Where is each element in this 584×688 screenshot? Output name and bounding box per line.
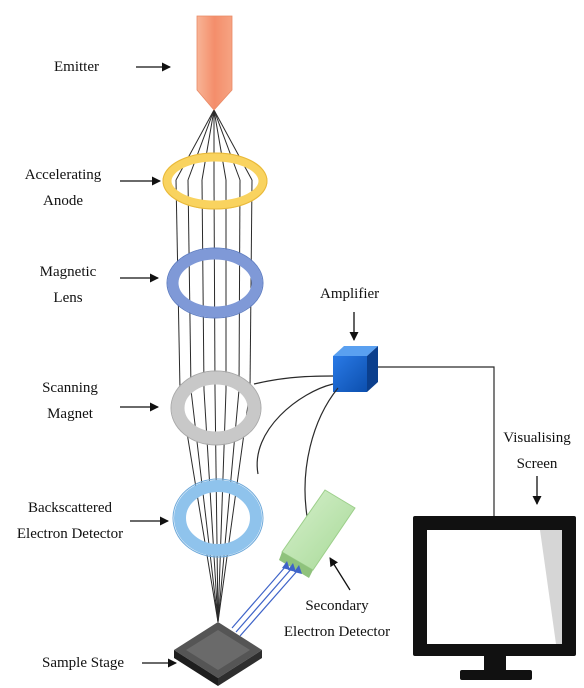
emitter-icon xyxy=(196,15,233,111)
sample-stage-label: Sample Stage xyxy=(42,655,125,671)
scanning-magnet-ring xyxy=(170,370,262,446)
magnetic-lens-label-line2: Lens xyxy=(53,290,83,306)
scanning-magnet-label: Scanning Magnet xyxy=(30,375,110,427)
electron-beam xyxy=(175,109,253,623)
magnetic-lens-label-line1: Magnetic xyxy=(39,264,97,280)
visualising-screen-label-line1: Visualising xyxy=(503,430,571,446)
accelerating-anode-label-line2: Anode xyxy=(43,193,83,209)
backscatter-detector-ring xyxy=(172,478,264,558)
amplifier-label: Amplifier xyxy=(320,286,380,302)
magnetic-lens-label: Magnetic Lens xyxy=(28,259,108,311)
secondary-electron-rays xyxy=(231,561,302,637)
accelerating-anode-ring xyxy=(162,152,268,210)
scanning-magnet-label-line2: Magnet xyxy=(47,406,93,422)
backscattered-detector-label-line2: Electron Detector xyxy=(16,526,124,542)
signal-cables xyxy=(253,366,495,517)
secondary-detector-icon xyxy=(279,489,356,578)
magnetic-lens-ring xyxy=(166,247,264,319)
pointer-arrows xyxy=(120,62,542,668)
sample-stage-icon xyxy=(174,622,262,686)
secondary-detector-label-line1: Secondary xyxy=(305,598,369,614)
accelerating-anode-label: Accelerating Anode xyxy=(15,162,111,214)
emitter-label: Emitter xyxy=(54,59,99,75)
visualising-screen-icon xyxy=(413,516,576,680)
backscattered-detector-label-line1: Backscattered xyxy=(27,500,113,516)
backscattered-detector-label: Backscattered Electron Detector xyxy=(6,495,134,547)
visualising-screen-label-line2: Screen xyxy=(516,456,558,472)
amplifier-cube xyxy=(333,346,378,392)
visualising-screen-label: Visualising Screen xyxy=(494,425,580,477)
scanning-magnet-label-line1: Scanning xyxy=(42,380,98,396)
secondary-detector-label-line2: Electron Detector xyxy=(283,624,391,640)
secondary-detector-label: Secondary Electron Detector xyxy=(272,593,402,645)
accelerating-anode-label-line1: Accelerating xyxy=(24,167,102,183)
